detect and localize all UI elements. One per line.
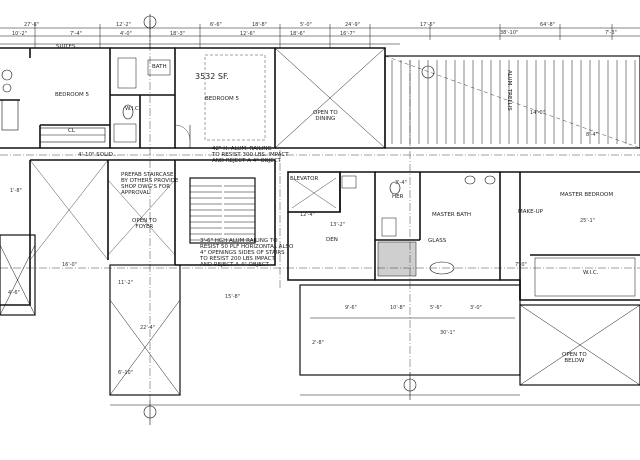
total-area-label: 3532 SF. [195,72,229,81]
room-her: HER [392,194,404,200]
dimension-label: 38'-10" [500,30,519,36]
room-closet: CL [68,128,75,134]
dimension-label: 10'-8" [390,305,406,311]
room-elevator: ELEVATOR [290,176,319,182]
room-master-bath: MASTER BATH [432,212,472,218]
room-glass: GLASS [428,238,447,244]
trellis-label: ALUM. TRELLIS [506,70,512,111]
dimension-label: 3'-4" [395,180,407,186]
room-bedroom-left: BEDROOM 5 [55,92,89,98]
wall [0,47,111,149]
dimension-label: 7'-4" [70,31,82,37]
dimension-label: 22'-4" [140,325,156,331]
room-wic-left: W.I.C. [125,106,141,112]
room-open-to-below: OPEN TO BELOW [562,352,587,364]
dimension-label: 64'-8" [540,22,556,28]
dimension-label: 25'-1" [580,218,596,224]
dimension-label: 27'-8" [24,22,40,28]
trellis-frame [384,55,640,149]
dimension-label: 16'-7" [340,31,356,37]
dimension-label: 13'-2" [330,222,346,228]
dimension-label: 18'-8" [252,22,268,28]
dimension-label: 17'-5" [420,22,436,28]
dimension-label: 1'-8" [10,188,22,194]
dimension-label: 12'-2" [116,22,132,28]
dimension-label: 2'-8" [312,340,324,346]
railing-note-bottom: 3'-6" HGH ALUM RAILING TO RESIST 50 PLF … [200,238,294,268]
dimension-label: 16'-0" [62,262,78,268]
room-master-bedroom: MASTER BEDROOM [560,192,614,198]
dimension-label: 3'-0" [470,305,482,311]
dimension-label: 10'-2" [12,31,28,37]
dimension-label: 8'-4" [586,132,598,138]
staircase [189,177,256,244]
room-den: DEN [326,237,338,243]
dimension-label: 9'-6" [345,305,357,311]
room-bath: BATH [152,64,167,70]
dimension-label: 5'-6" [430,305,442,311]
dimension-label: 14'-0" [530,110,546,116]
dimension-label: 4'-6" [8,290,20,296]
room-bedroom-center: BEDROOM 5 [205,96,239,102]
dimension-label: 12'-4" [300,212,316,218]
railing-note-top: 42" H. ALUM. RAILING TO RESIST 300 LBS. … [212,146,289,164]
room-wic-right: W.I.C. [583,270,599,276]
stair-note: PREFAB STAIRCASE BY OTHERS PROVIDE SHOP … [121,172,179,196]
room-suites: SUITES [56,44,76,50]
dimension-label: 15'-8" [225,294,241,300]
dimension-label: 11'-2" [118,280,134,286]
dimension-label: 12'-6" [240,31,256,37]
room-open-to-foyer: OPEN TO FOYER [132,218,157,230]
room-open-to-dining: OPEN TO DINING [313,110,338,122]
dimension-label: 6'-10" [118,370,134,376]
dimension-label: 7'-3" [605,30,617,36]
kitchen-note: 4'-10" SOLID.. [78,152,117,158]
dimension-label: 5'-0" [300,22,312,28]
dimension-label: 6'-6" [210,22,222,28]
dimension-label: 30'-1" [440,330,456,336]
room-makeup: MAKE-UP [518,209,543,215]
dimension-label: 18'-6" [290,31,306,37]
dimension-label: 24'-9" [345,22,361,28]
dimension-label: 4'-0" [120,31,132,37]
dimension-label: 7'-0" [515,262,527,268]
dimension-label: 18'-3" [170,31,186,37]
